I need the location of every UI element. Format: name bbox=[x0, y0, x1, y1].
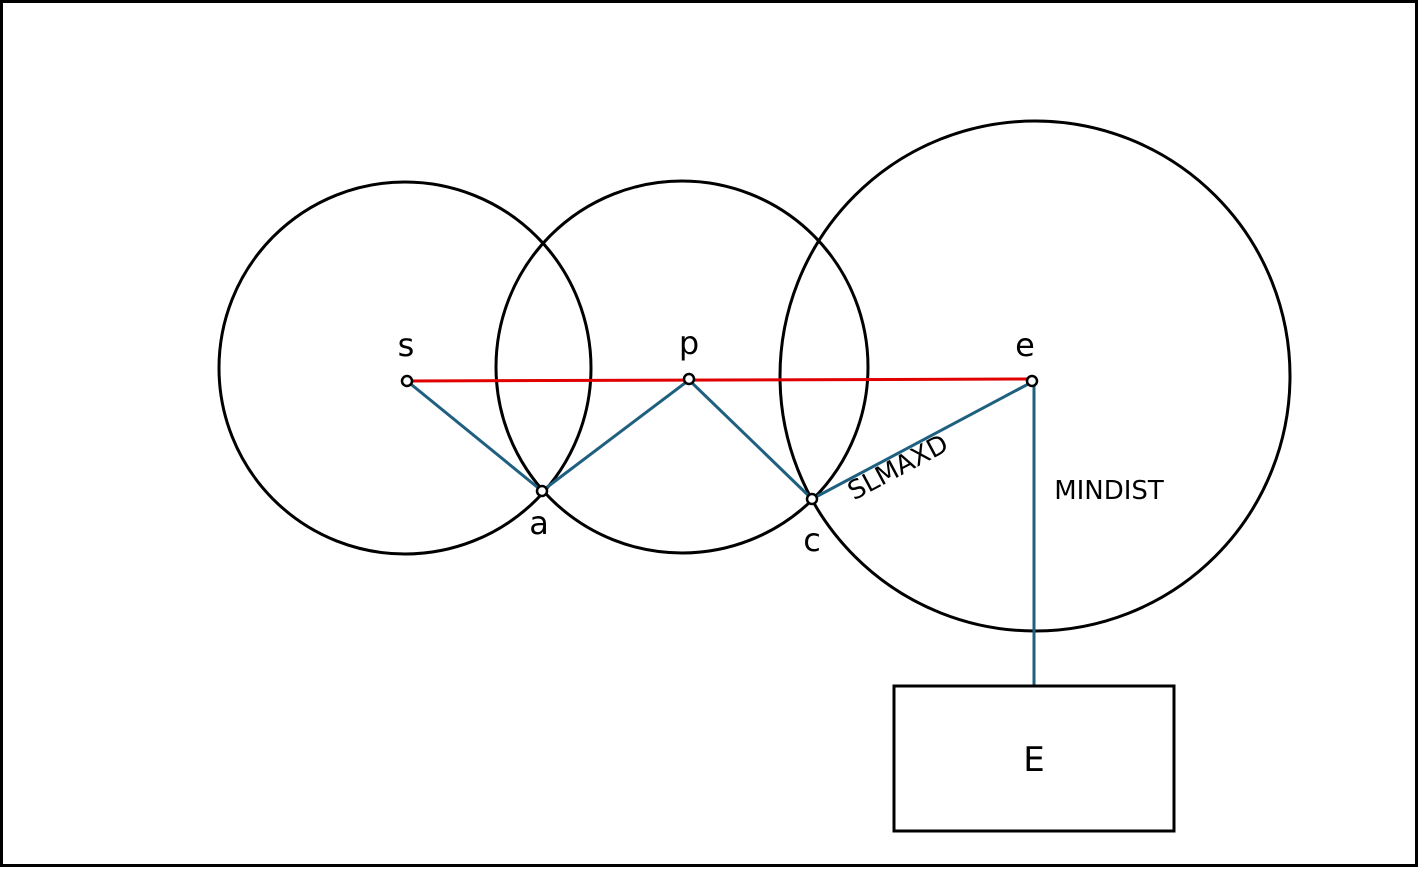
label-mindist: MINDIST bbox=[1054, 476, 1164, 506]
segment-p-c bbox=[687, 378, 814, 501]
point-p-marker bbox=[682, 372, 696, 386]
circle-p bbox=[494, 179, 870, 555]
segment-c-e bbox=[811, 380, 1033, 501]
box-e bbox=[892, 684, 1176, 833]
label-e: e bbox=[1015, 326, 1035, 364]
segment-a-p bbox=[541, 378, 690, 493]
label-a: a bbox=[529, 504, 549, 542]
label-c: c bbox=[803, 521, 821, 559]
label-slmaxd: SLMAXD bbox=[843, 429, 953, 507]
segment-s-a bbox=[406, 379, 543, 493]
label-p: p bbox=[679, 324, 699, 362]
point-s-marker bbox=[400, 374, 414, 388]
direct-line-s-e bbox=[406, 377, 1033, 383]
label-s: s bbox=[398, 326, 415, 364]
point-e-marker bbox=[1025, 374, 1039, 388]
point-a-marker bbox=[535, 484, 549, 498]
point-c-marker bbox=[805, 492, 819, 506]
diagram-svg: s p e a c SLMAXD MINDIST E bbox=[217, 119, 1292, 833]
box-e-label: E bbox=[1023, 740, 1044, 780]
circle-s bbox=[217, 180, 593, 556]
